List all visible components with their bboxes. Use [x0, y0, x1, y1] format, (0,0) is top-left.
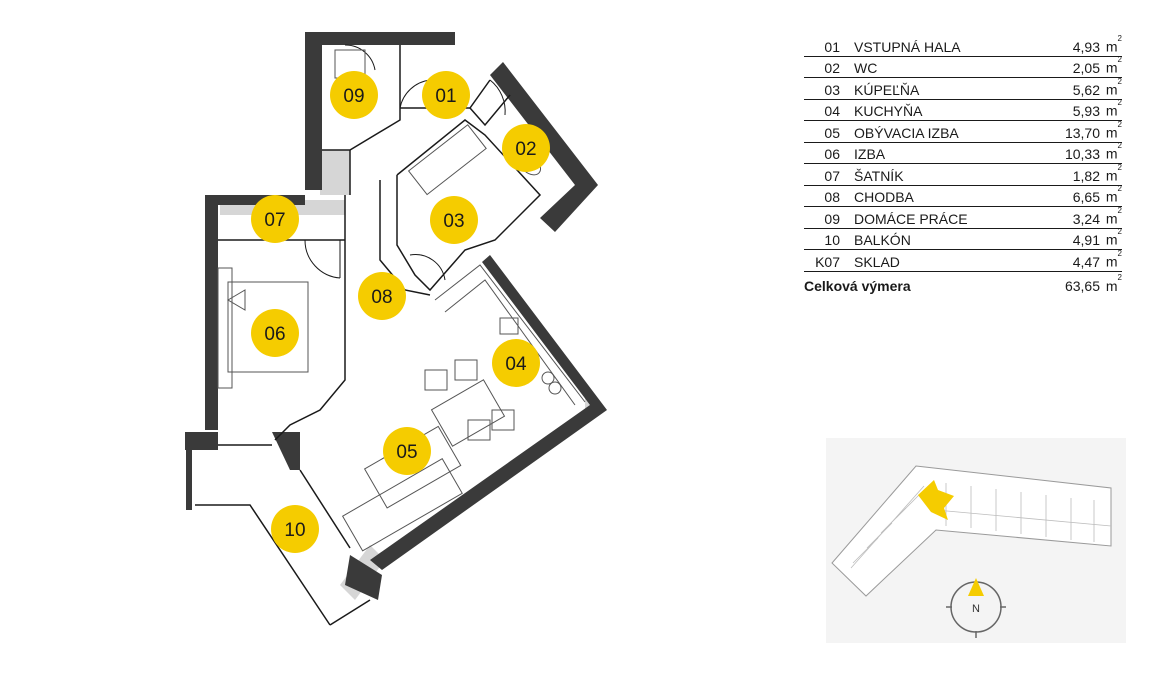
area-unit: m2	[1105, 76, 1122, 98]
room-area: 4,93	[1072, 38, 1100, 55]
room-number: 01	[824, 38, 840, 55]
room-number: 02	[824, 60, 840, 76]
exterior-walls	[185, 32, 607, 600]
room-marker-label: 10	[284, 520, 305, 541]
room-marker-label: 08	[371, 287, 392, 308]
room-marker-label: 09	[343, 86, 364, 107]
room-area: 3,24	[1072, 210, 1100, 227]
room-area-table: 01 VSTUPNÁ HALA 4,93 m2 02 WC 2,05 m2 03…	[804, 33, 1122, 294]
room-number: 05	[824, 124, 840, 141]
room-number: 10	[824, 232, 840, 248]
door-swings	[304, 44, 506, 281]
room-number: K07	[815, 253, 840, 270]
room-marker-05: 05	[383, 427, 431, 475]
area-unit: m2	[1105, 205, 1122, 227]
room-marker-03: 03	[430, 196, 478, 244]
room-name: SKLAD	[854, 253, 900, 270]
room-area: 5,93	[1072, 103, 1100, 119]
room-marker-06: 06	[251, 309, 299, 357]
room-number: 09	[824, 210, 840, 227]
north-arrow-icon	[968, 578, 984, 596]
area-unit: m2	[1105, 141, 1122, 162]
compass-label: N	[972, 603, 980, 615]
table-row: 09 DOMÁCE PRÁCE 3,24 m2	[804, 205, 1122, 229]
room-name: KUCHYŇA	[854, 103, 923, 119]
area-unit: m2	[1105, 55, 1122, 76]
room-name: KÚPEĽŇA	[854, 81, 920, 98]
room-marker-label: 03	[443, 211, 464, 232]
room-number: 04	[824, 103, 840, 119]
table-row: 08 CHODBA 6,65 m2	[804, 184, 1122, 207]
room-name: CHODBA	[854, 189, 914, 205]
room-area: 13,70	[1064, 124, 1100, 141]
key-plan: N	[826, 438, 1126, 643]
room-name: IZBA	[854, 146, 886, 162]
room-marker-label: 06	[264, 324, 285, 345]
table-row: 02 WC 2,05 m2	[804, 55, 1122, 78]
compass: N	[946, 578, 1006, 638]
room-number: 08	[824, 189, 840, 205]
room-area: 1,82	[1072, 167, 1100, 184]
table-row: 04 KUCHYŇA 5,93 m2	[804, 98, 1122, 121]
room-number: 07	[824, 167, 840, 184]
area-unit: m2	[1105, 119, 1122, 141]
room-marker-10: 10	[271, 505, 319, 553]
room-area: 2,05	[1072, 60, 1100, 76]
room-marker-04: 04	[492, 339, 540, 387]
room-marker-07: 07	[251, 195, 299, 243]
table-row: 03 KÚPEĽŇA 5,62 m2	[804, 76, 1122, 100]
room-name: VSTUPNÁ HALA	[854, 38, 961, 55]
room-marker-label: 04	[505, 354, 527, 375]
room-marker-label: 07	[264, 210, 285, 231]
table-row: 07 ŠATNÍK 1,82 m2	[804, 162, 1122, 186]
location-arrow-icon	[918, 480, 954, 520]
building-outline	[831, 465, 1112, 597]
interior-walls	[195, 45, 542, 626]
area-unit: m2	[1105, 248, 1122, 270]
room-area: 5,62	[1072, 81, 1100, 98]
area-unit: m2	[1105, 227, 1122, 248]
room-marker-label: 02	[515, 139, 536, 160]
table-row: K07 SKLAD 4,47 m2	[804, 248, 1122, 272]
total-label: Celková výmera	[804, 277, 911, 294]
room-area: 4,47	[1072, 253, 1100, 270]
area-unit: m2	[1105, 162, 1122, 184]
room-name: ŠATNÍK	[854, 167, 904, 184]
table-row: 05 OBÝVACIA IZBA 13,70 m2	[804, 119, 1122, 143]
area-unit: m2	[1105, 184, 1122, 205]
table-row: 10 BALKÓN 4,91 m2	[804, 227, 1122, 250]
room-marker-09: 09	[330, 71, 378, 119]
room-area: 4,91	[1072, 232, 1100, 248]
building-units	[850, 483, 1112, 569]
area-unit: m2	[1105, 272, 1122, 294]
room-marker-label: 01	[435, 86, 456, 107]
floor-plan: 01 02 03 04 05 06 07 08	[185, 32, 607, 626]
room-name: DOMÁCE PRÁCE	[854, 210, 968, 227]
area-unit: m2	[1105, 98, 1122, 119]
room-marker-label: 05	[396, 442, 417, 463]
room-area: 6,65	[1072, 189, 1100, 205]
room-marker-01: 01	[422, 71, 470, 119]
room-area: 10,33	[1064, 146, 1100, 162]
total-area: 63,65	[1064, 277, 1100, 294]
table-row: 06 IZBA 10,33 m2	[804, 141, 1122, 164]
room-name: BALKÓN	[854, 232, 911, 248]
area-unit: m2	[1105, 33, 1122, 55]
room-marker-02: 02	[502, 124, 550, 172]
room-number: 03	[824, 81, 840, 98]
room-number: 06	[824, 146, 840, 162]
total-row: Celková výmera 63,65 m2	[804, 272, 1122, 294]
room-name: OBÝVACIA IZBA	[854, 124, 959, 141]
room-name: WC	[854, 60, 878, 76]
room-marker-08: 08	[358, 272, 406, 320]
table-row: 01 VSTUPNÁ HALA 4,93 m2	[804, 33, 1122, 57]
room-markers: 01 02 03 04 05 06 07 08	[251, 71, 550, 553]
